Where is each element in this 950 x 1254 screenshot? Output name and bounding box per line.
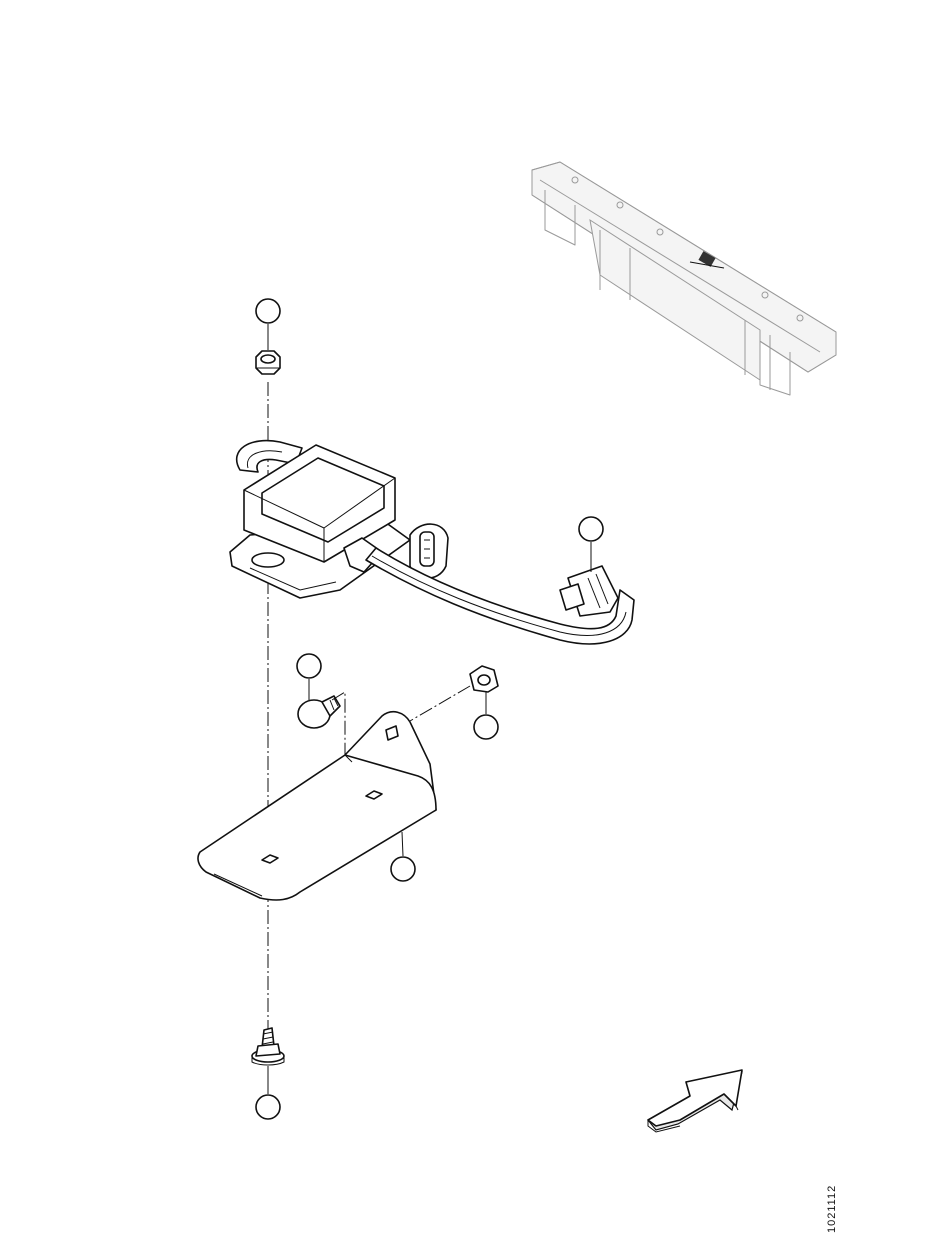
flange-nut-callout xyxy=(474,692,498,739)
nut-callout xyxy=(256,299,280,350)
hex-nut xyxy=(256,351,280,374)
flange-bolt xyxy=(252,1028,284,1065)
carriage-bolt-callout xyxy=(297,654,321,700)
sensor-assembly xyxy=(230,441,634,644)
carriage-bolt xyxy=(298,696,340,728)
flange-nut xyxy=(470,666,498,692)
bracket-callout xyxy=(391,832,415,881)
sensor-callout xyxy=(579,517,603,572)
drawing-number: 1021112 xyxy=(820,1175,850,1235)
arrow-icon xyxy=(648,1070,742,1132)
header-frame-overview xyxy=(532,162,836,395)
bolt-callout xyxy=(256,1066,280,1119)
drawing-number-text: 1021112 xyxy=(826,1185,838,1233)
